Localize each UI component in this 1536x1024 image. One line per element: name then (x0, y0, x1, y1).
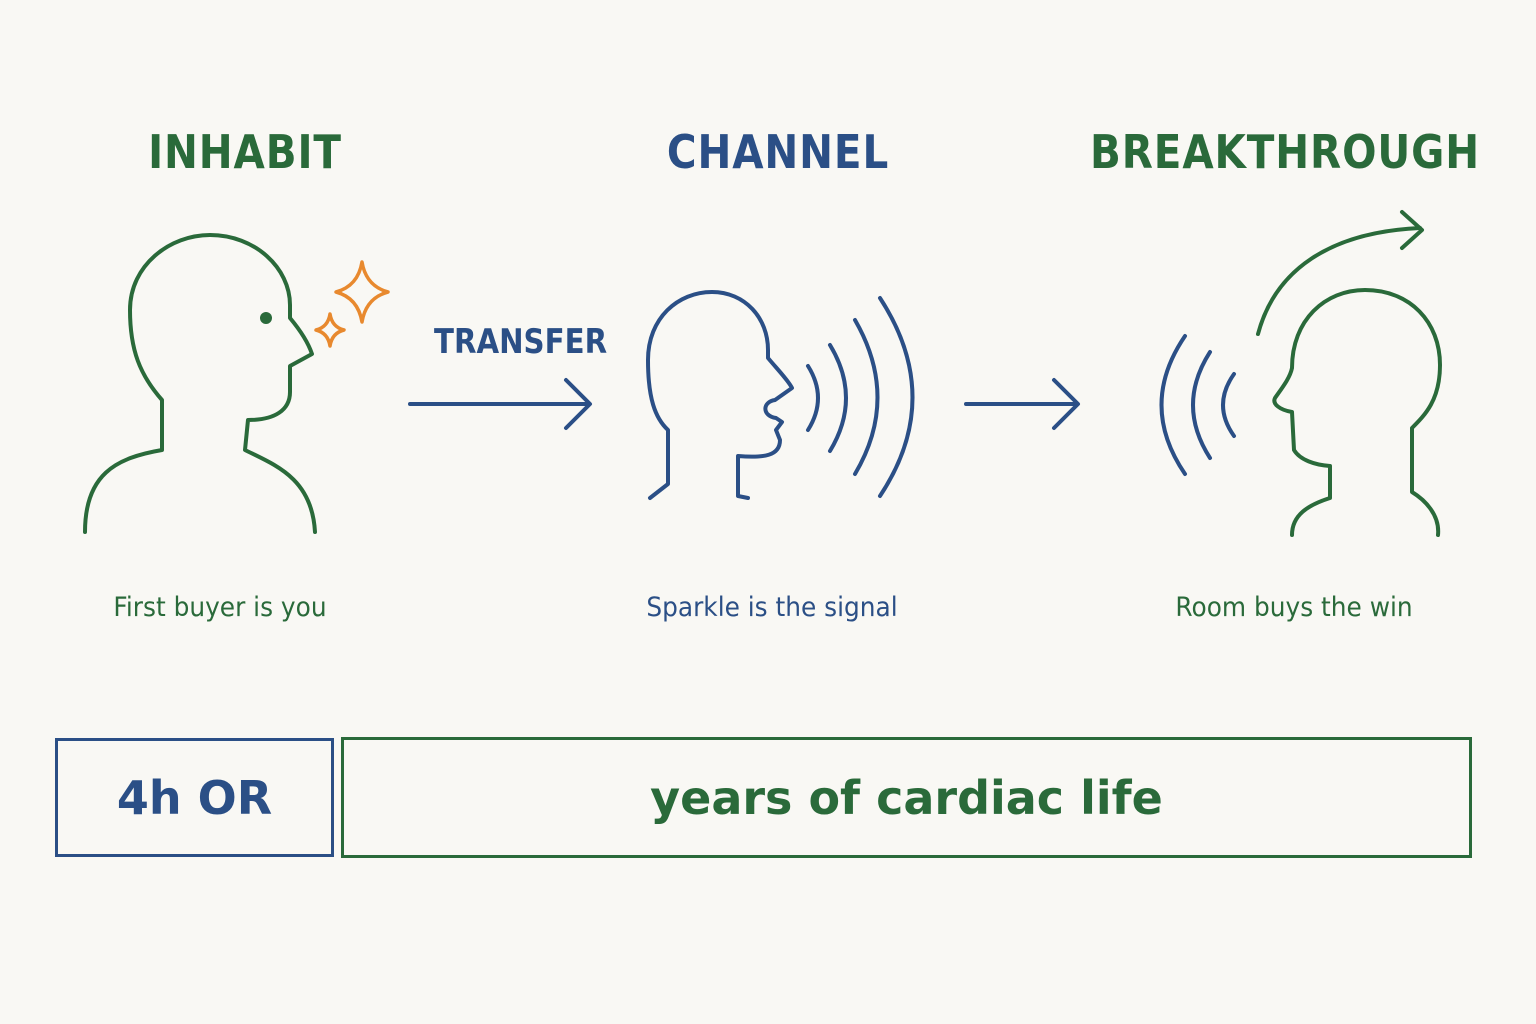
breakthrough-head-outline (1272, 288, 1442, 537)
stage-title-inhabit: INHABIT (148, 125, 342, 179)
stage-title-channel: CHANNEL (666, 125, 890, 179)
footer-left-box: 4h OR (55, 738, 334, 857)
sparkle-small (314, 312, 346, 348)
stage-caption-channel: Sparkle is the signal (646, 592, 898, 623)
stage-caption-inhabit: First buyer is you (113, 592, 327, 623)
speaking-head-icon (646, 290, 915, 500)
channel-head-outline (646, 290, 794, 500)
sound-wave-3 (853, 318, 880, 476)
sound-wave-1 (806, 364, 820, 432)
incoming-wave-3 (1159, 334, 1187, 476)
breakthrough-rising-arrow (1256, 226, 1422, 336)
head-with-sparkles-icon (83, 233, 317, 534)
sparkle-large (334, 260, 390, 324)
incoming-sound-waves-icon (1159, 334, 1236, 476)
incoming-wave-1 (1221, 372, 1236, 438)
stage-title-breakthrough: BREAKTHROUGH (1089, 125, 1480, 179)
sound-wave-2 (828, 343, 848, 453)
footer-left-text: 4h OR (116, 770, 273, 825)
footer-right-box: years of cardiac life (341, 737, 1472, 858)
transfer-arrow-icon (408, 378, 592, 430)
sparkle-icon (314, 260, 390, 348)
inhabit-eye (260, 312, 272, 324)
footer-right-text: years of cardiac life (650, 770, 1163, 825)
stage-caption-breakthrough: Room buys the win (1175, 592, 1413, 623)
listening-head-icon (1256, 210, 1442, 537)
inhabit-head-outline (83, 233, 317, 534)
channel-arrow-icon (964, 378, 1080, 430)
incoming-wave-2 (1191, 350, 1212, 460)
transfer-label: TRANSFER (434, 322, 608, 362)
sound-wave-4 (878, 296, 915, 498)
